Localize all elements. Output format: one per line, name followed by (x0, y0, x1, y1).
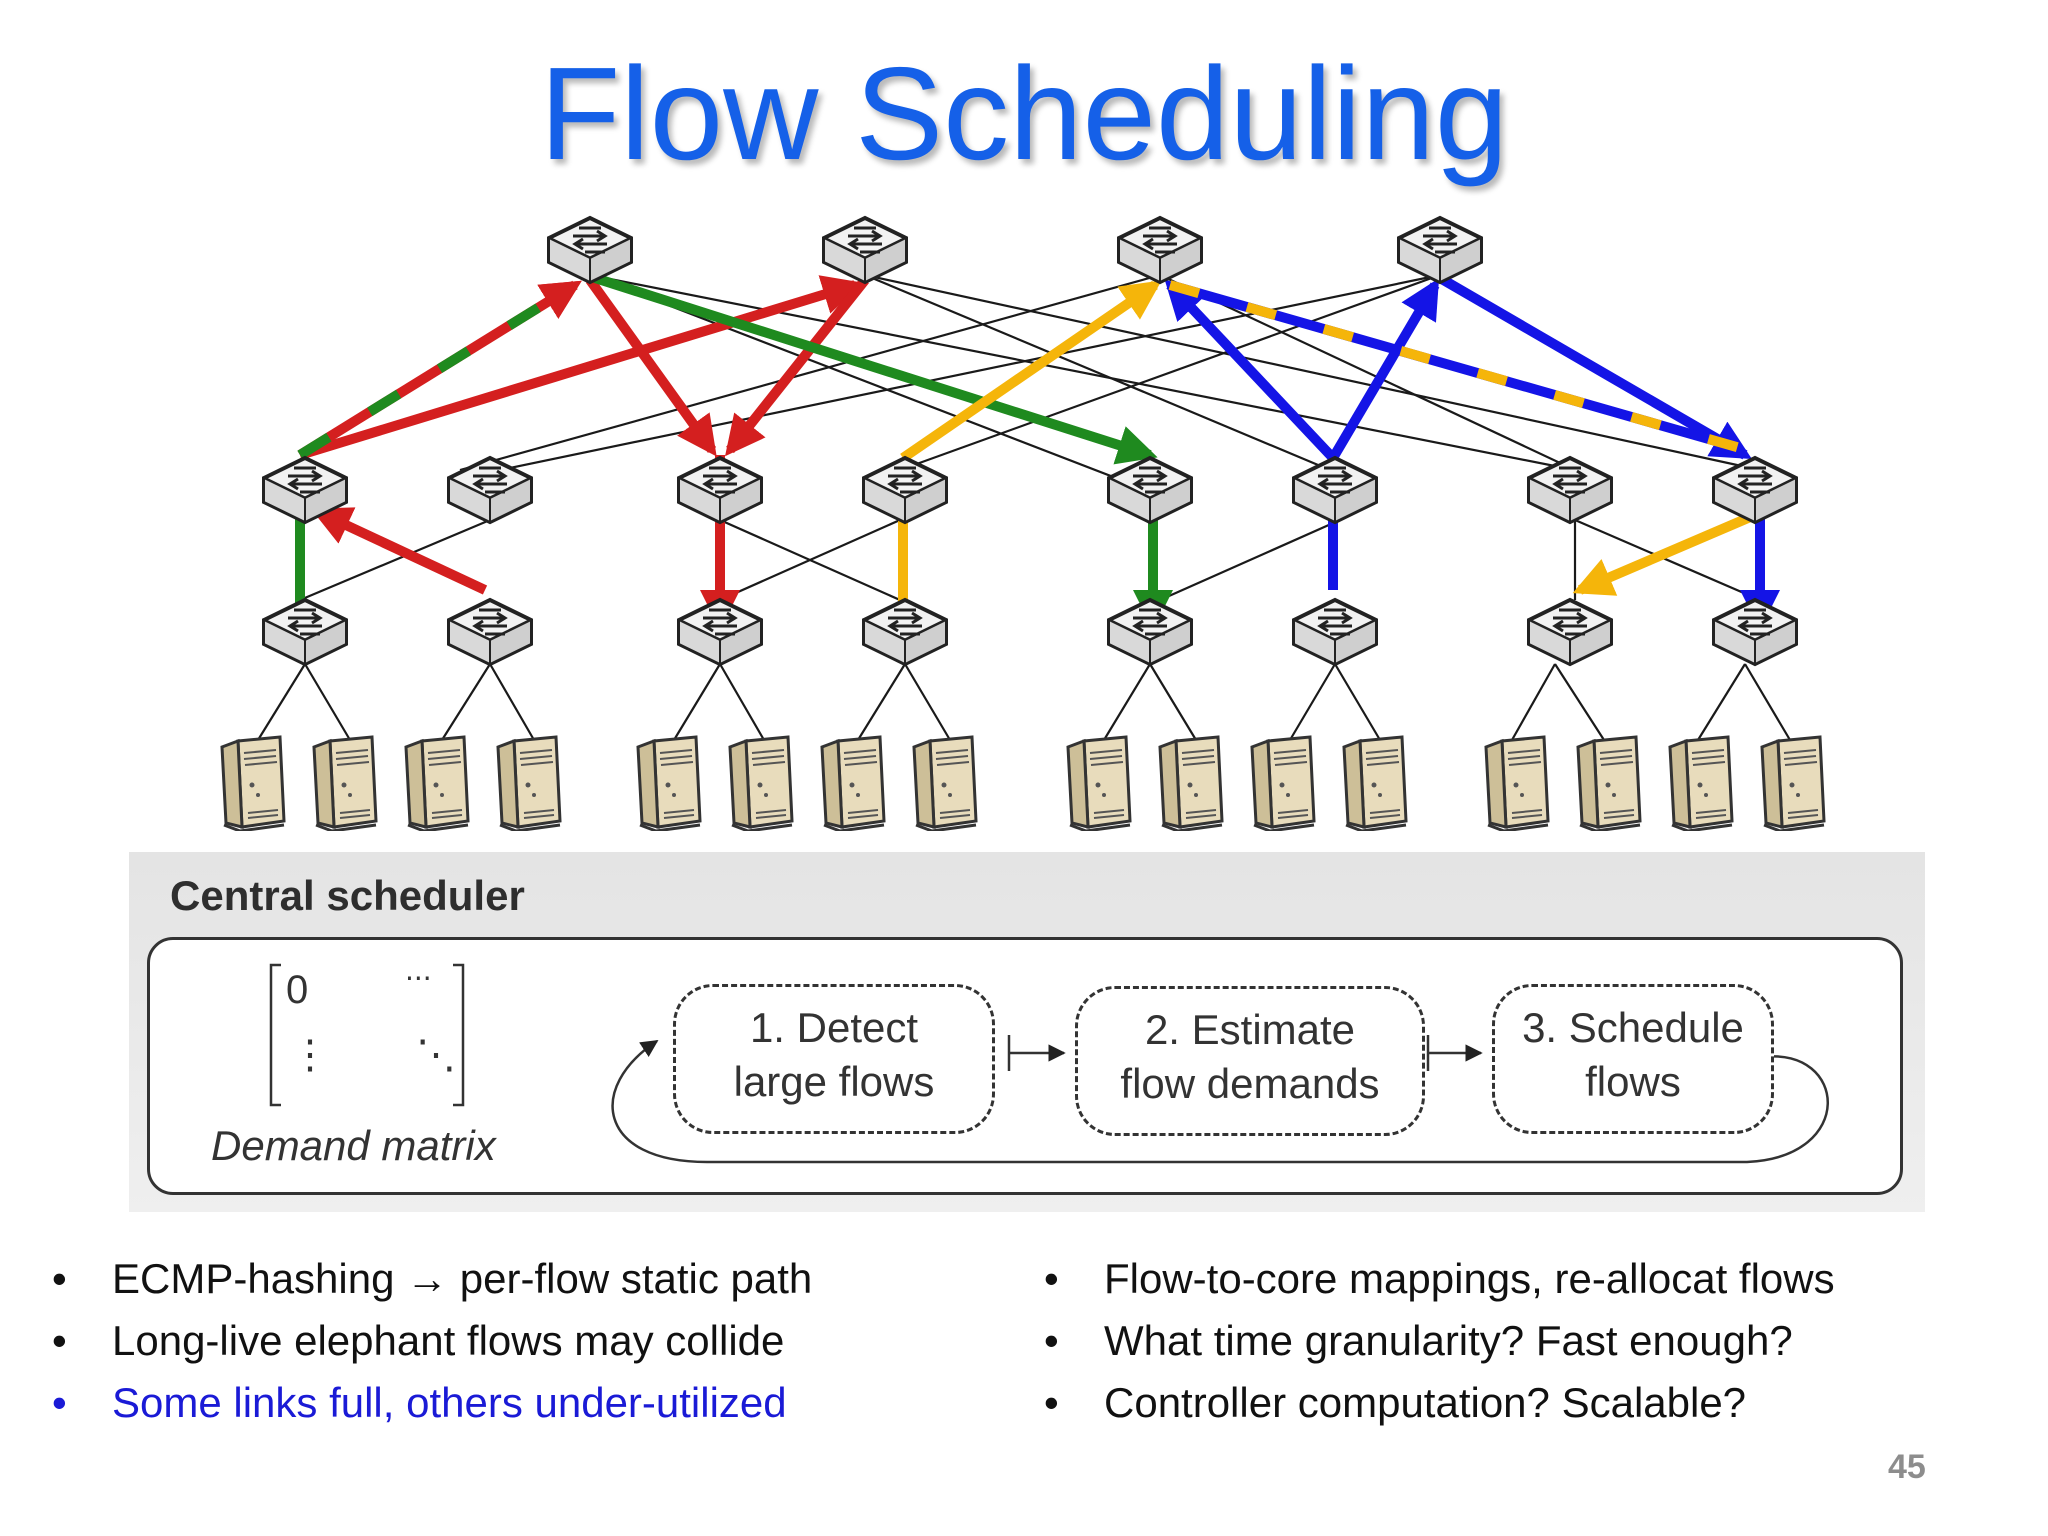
bullet-list-left: •ECMP-hashing → per-flow static path •Lo… (42, 1248, 812, 1434)
aggregation-switch-icon (1712, 456, 1798, 524)
flow-blue-2 (1164, 279, 1337, 462)
aggregation-switch-icon (862, 456, 948, 524)
flow-red-2 (310, 507, 488, 595)
server-icon (636, 735, 702, 831)
flow-blue-4 (1437, 273, 1752, 460)
server-icon (312, 735, 378, 831)
server-icon (496, 735, 562, 831)
server-icon (728, 735, 794, 831)
flow-yellow-3 (1572, 510, 1757, 596)
bullet-item: •Controller computation? Scalable? (1044, 1379, 1747, 1426)
step-3-line1: 3. Schedule (1522, 1004, 1744, 1051)
scheduler-heading: Central scheduler (170, 872, 525, 919)
server-icon (220, 735, 286, 831)
flow-blue-yellow-dash (1168, 280, 1742, 453)
flow-green-2 (297, 280, 582, 460)
server-icon (1484, 735, 1550, 831)
step-3-line2: flows (1585, 1058, 1681, 1105)
aggregation-switch-icon (1292, 456, 1378, 524)
step-estimate-flow-demands: 2. Estimate flow demands (1075, 986, 1425, 1136)
flow-yellow-2 (900, 280, 1162, 463)
edge-switch-icon (1107, 598, 1193, 666)
server-icon (912, 735, 978, 831)
flow-blue-3 (1328, 278, 1440, 461)
bullet-item-highlighted: •Some links full, others under-utilized (52, 1379, 787, 1426)
central-scheduler-panel: Central scheduler 0 ⋅⋅⋅ ⋮ ⋱ Demand matri… (129, 852, 1925, 1212)
aggregation-switch-icon (1527, 456, 1613, 524)
server-icon (1342, 735, 1408, 831)
page-number: 45 (1888, 1448, 1926, 1486)
server-icon (1668, 735, 1734, 831)
edge-switch-icon (862, 598, 948, 666)
step-schedule-flows: 3. Schedule flows (1492, 984, 1774, 1134)
server-icon (820, 735, 886, 831)
matrix-top-right: ⋅⋅⋅ (405, 963, 432, 994)
aggregation-switch-icon (677, 456, 763, 524)
server-icon (1066, 735, 1132, 831)
bullet-item: •ECMP-hashing → per-flow static path (52, 1255, 813, 1302)
server-icon (1158, 735, 1224, 831)
step-detect-large-flows: 1. Detect large flows (673, 984, 995, 1134)
step-1-line2: large flows (733, 1058, 935, 1105)
aggregation-switch-icon (1107, 456, 1193, 524)
flow-red-5 (585, 277, 717, 457)
edge-switch-icon (1527, 598, 1613, 666)
matrix-bottom-left: ⋮ (290, 1033, 330, 1077)
flow-red-3 (298, 275, 863, 460)
bullet-list-right: •Flow-to-core mappings, re-allocat flows… (1034, 1248, 1835, 1434)
slide-title: Flow Scheduling (539, 40, 1509, 187)
matrix-top-left: 0 (286, 968, 309, 1012)
edge-switch-icon (262, 598, 348, 666)
edge-switch-icon (1712, 598, 1798, 666)
aggregation-switch-icon (447, 456, 533, 524)
core-switch-icon (1117, 216, 1203, 284)
matrix-bottom-right: ⋱ (416, 1033, 456, 1077)
flow-green-3 (593, 273, 1158, 465)
step-2-line2: flow demands (1120, 1060, 1380, 1107)
edge-switch-icon (677, 598, 763, 666)
server-icon (1576, 735, 1642, 831)
step-2-line1: 2. Estimate (1144, 1006, 1356, 1053)
server-icon (1760, 735, 1826, 831)
bullet-item: •Flow-to-core mappings, re-allocat flows (1044, 1255, 1835, 1302)
scheduler-box: 0 ⋅⋅⋅ ⋮ ⋱ Demand matrix 1. Detect large … (147, 937, 1903, 1195)
server-icon (1250, 735, 1316, 831)
flow-red-4 (725, 276, 869, 457)
demand-matrix-label: Demand matrix (211, 1122, 496, 1169)
aggregation-switch-icon (262, 456, 348, 524)
bullet-item: •What time granularity? Fast enough? (1044, 1317, 1793, 1364)
server-icon (404, 735, 470, 831)
edge-switch-icon (447, 598, 533, 666)
bullet-item: •Long-live elephant flows may collide (52, 1317, 785, 1364)
edge-switch-icon (1292, 598, 1378, 666)
core-switch-icon (1397, 216, 1483, 284)
core-switch-icon (822, 216, 908, 284)
step-1-line1: 1. Detect (749, 1004, 919, 1051)
core-switch-icon (547, 216, 633, 284)
